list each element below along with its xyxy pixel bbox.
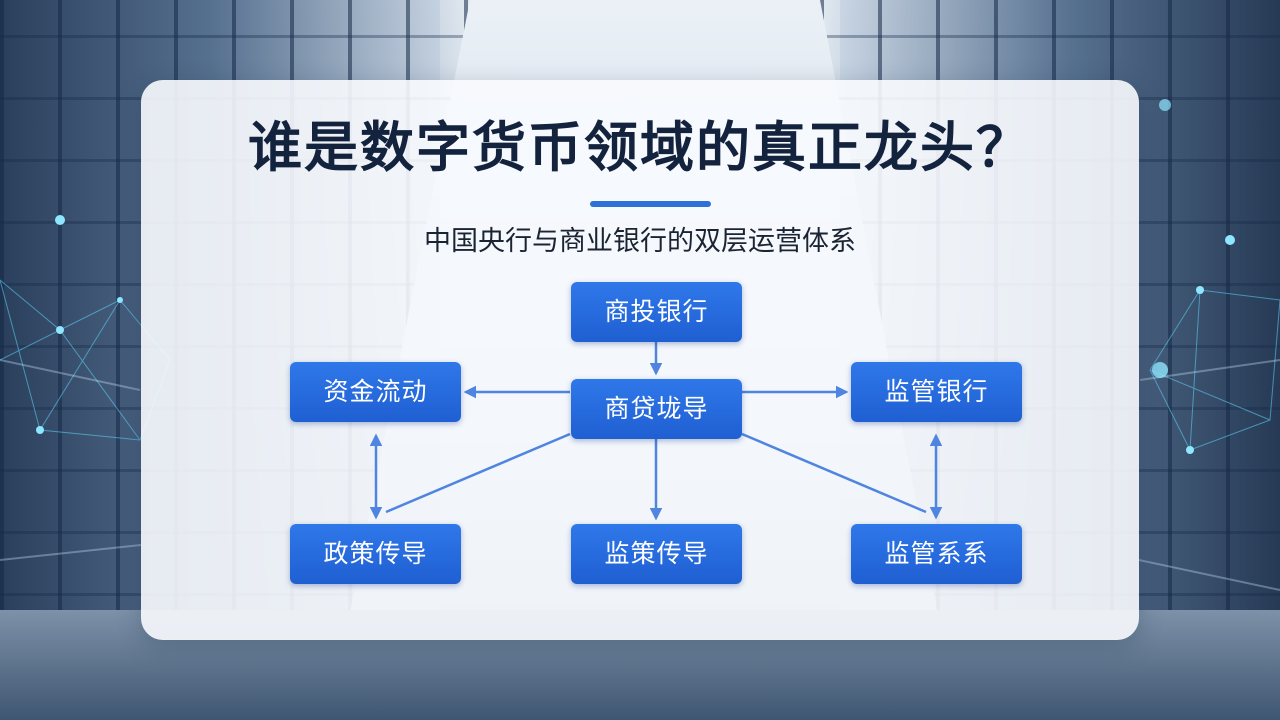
network-dot xyxy=(1159,99,1171,111)
network-dot xyxy=(1225,235,1235,245)
page-title: 谁是数字货币领域的真正龙头？ xyxy=(248,116,1032,179)
network-dot xyxy=(1196,286,1204,294)
network-dot xyxy=(56,326,64,334)
title-underline xyxy=(590,201,711,207)
network-dot xyxy=(117,297,123,303)
page-subtitle: 中国央行与商业银行的双层运营体系 xyxy=(424,226,856,257)
line-center-to-bottom-right xyxy=(741,432,927,514)
node-top: 商投银行 xyxy=(571,282,742,342)
node-left: 资金流动 xyxy=(290,362,461,422)
node-bottom-right: 监管系系 xyxy=(851,524,1022,584)
node-center: 商贷垅导 xyxy=(571,379,742,439)
network-dot xyxy=(36,426,44,434)
line-center-to-bottom-left xyxy=(385,432,571,514)
node-right: 监管银行 xyxy=(851,362,1022,422)
network-dot xyxy=(1186,446,1194,454)
node-bottom-center: 监策传导 xyxy=(571,524,742,584)
network-dot xyxy=(1152,362,1168,378)
node-bottom-left: 政策传导 xyxy=(290,524,461,584)
network-dot xyxy=(55,215,65,225)
